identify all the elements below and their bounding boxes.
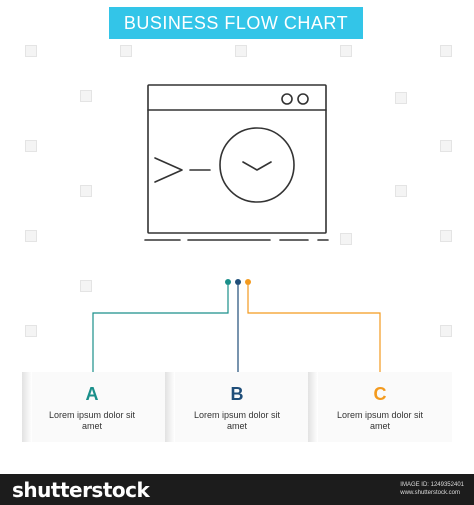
watermark-square [440, 230, 452, 242]
step-letter: A [85, 384, 99, 404]
step-cards: A Lorem ipsum dolor sit amet B Lorem ips… [22, 372, 452, 442]
flow-connectors [92, 279, 381, 373]
banner-title: BUSINESS FLOW CHART [123, 12, 349, 33]
connector-dot-c [245, 279, 251, 285]
shutterstock-logo: shutterstock [12, 478, 150, 502]
watermark-square [395, 92, 407, 104]
step-letter: B [230, 384, 244, 404]
title-banner: BUSINESS FLOW CHART [109, 7, 363, 39]
watermark-square [340, 45, 352, 57]
watermark-square [25, 45, 37, 57]
watermark-square [395, 185, 407, 197]
watermark-square [25, 230, 37, 242]
step-card-c: C Lorem ipsum dolor sit amet [310, 372, 450, 442]
watermark-square [235, 45, 247, 57]
terminal-prompt-icon [154, 157, 211, 183]
step-text: Lorem ipsum dolor sit amet [193, 410, 281, 431]
clock-icon [219, 127, 295, 203]
browser-window-icon [144, 84, 329, 241]
image-id-label: IMAGE ID: 1249352401 [400, 482, 464, 488]
site-url: www.shutterstock.com [400, 490, 460, 496]
step-text: Lorem ipsum dolor sit amet [336, 410, 424, 431]
watermark-square [80, 185, 92, 197]
connector-dot-a [225, 279, 231, 285]
watermark-square [440, 45, 452, 57]
card-folds [22, 372, 452, 442]
watermark-square [80, 280, 92, 292]
watermark-square [440, 325, 452, 337]
connector-line-c [247, 285, 381, 373]
step-letter: C [373, 384, 387, 404]
watermark-square [440, 140, 452, 152]
connector-line-a [92, 285, 229, 373]
connector-dot-b [235, 279, 241, 285]
watermark-square [340, 233, 352, 245]
watermark-square [120, 45, 132, 57]
watermark-square [25, 140, 37, 152]
watermark-square [25, 325, 37, 337]
image-id-info: IMAGE ID: 1249352401 www.shutterstock.co… [400, 481, 464, 497]
step-card-b: B Lorem ipsum dolor sit amet [167, 372, 307, 442]
watermark-square [80, 90, 92, 102]
step-card-a: A Lorem ipsum dolor sit amet [22, 372, 162, 442]
step-text: Lorem ipsum dolor sit amet [48, 410, 136, 431]
stock-footer: shutterstock IMAGE ID: 1249352401 www.sh… [0, 474, 474, 505]
